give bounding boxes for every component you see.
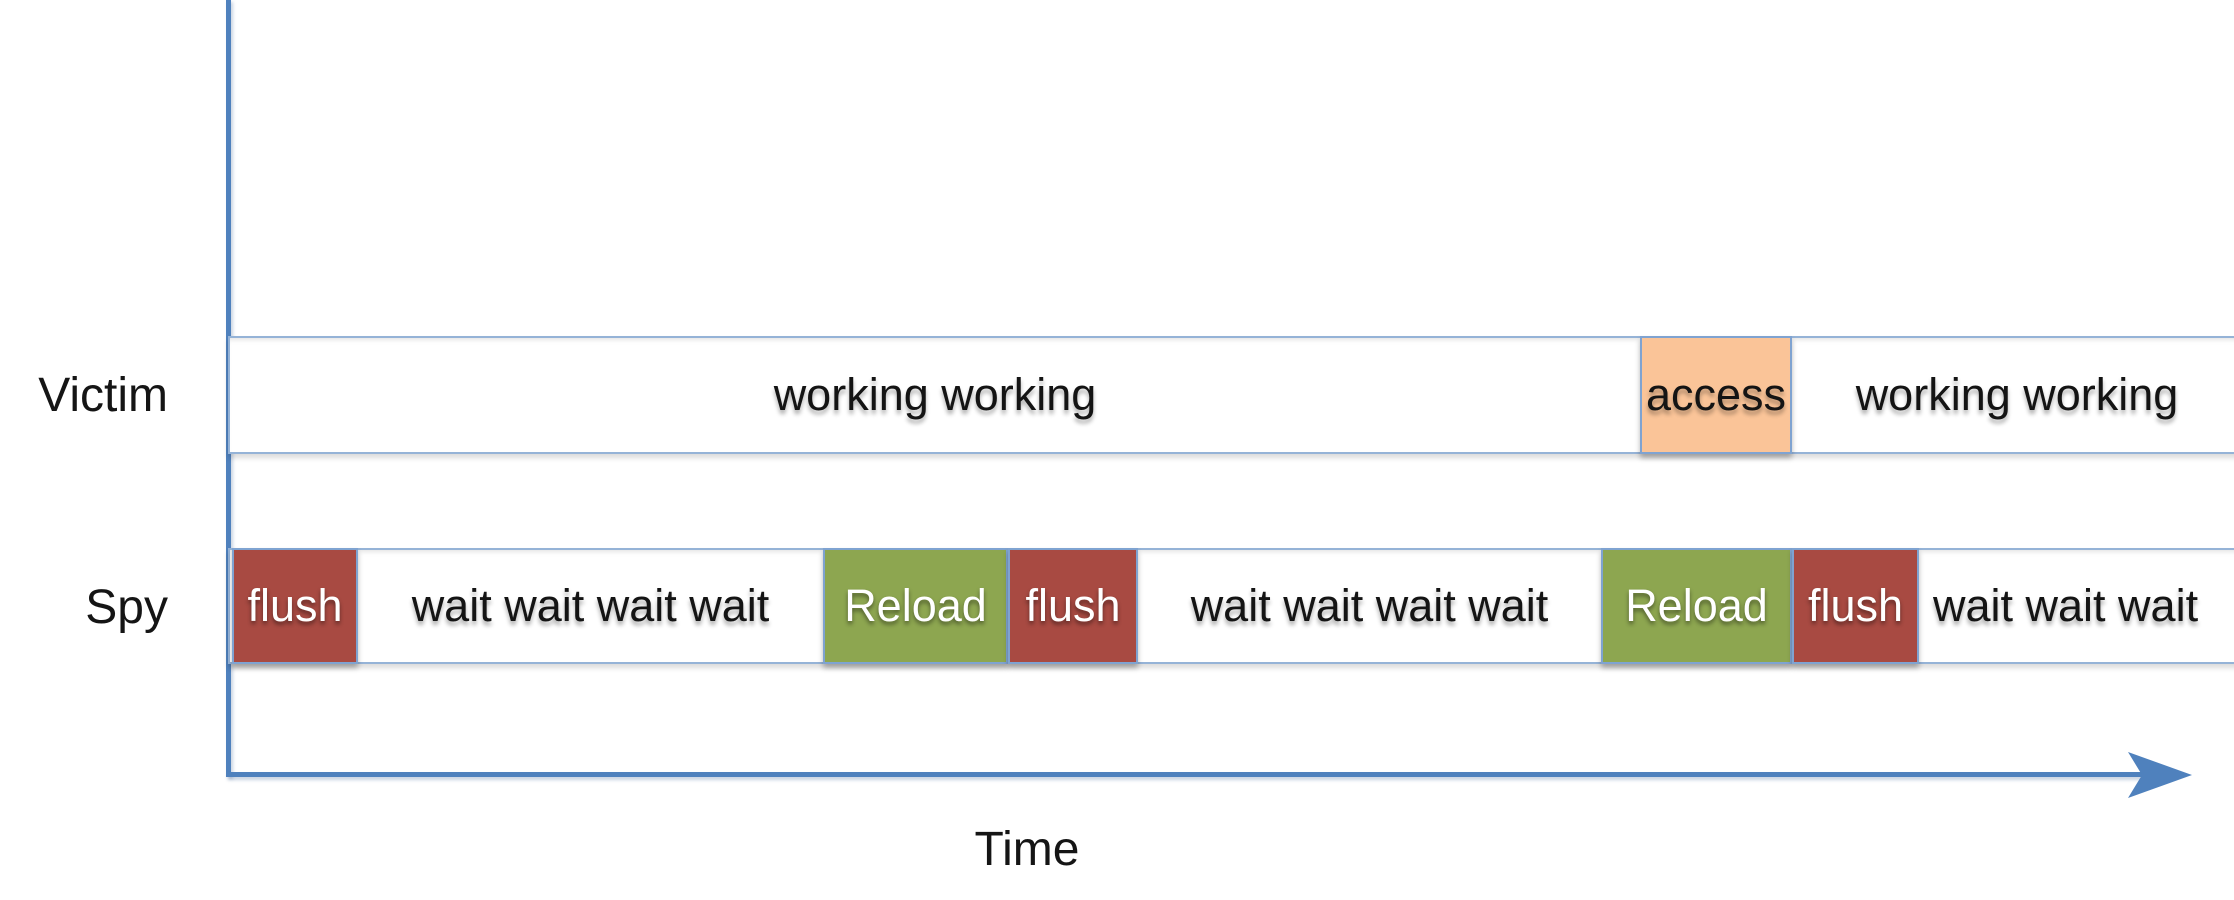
time-axis-arrowhead-icon — [2128, 752, 2192, 798]
timeline-block-label: wait wait wait wait — [1190, 580, 1549, 631]
timeline-block-plain: working working — [230, 336, 1640, 454]
time-axis-line — [226, 772, 2142, 777]
timeline-block-label: flush — [1025, 580, 1121, 631]
time-axis-label: Time — [974, 823, 1080, 876]
timeline-block-plain: wait wait wait — [1919, 548, 2234, 664]
timeline-block-label: flush — [1807, 580, 1904, 631]
timeline-block-label: working working — [1855, 369, 2179, 420]
timeline-block-label: flush — [247, 580, 343, 631]
timeline-block-label: Reload — [1625, 580, 1768, 631]
timeline-block-label: access — [1645, 369, 1787, 420]
timeline-block-plain: working working — [1794, 336, 2234, 454]
timeline-block-plain: wait wait wait wait — [1138, 548, 1601, 664]
timeline-block-label: working working — [773, 369, 1097, 420]
timeline-block-flush: flush — [232, 548, 358, 664]
timeline-block-access: access — [1640, 336, 1792, 454]
victim-row-label: Victim — [38, 368, 168, 422]
spy-timeline-band: flush wait wait wait wait Reload flush wait … — [228, 548, 2234, 664]
spy-row-label: Spy — [85, 580, 168, 634]
timeline-block-label: wait wait wait wait — [411, 580, 770, 631]
victim-timeline-band: working working access working working — [228, 336, 2234, 454]
timeline-block-reload: Reload — [1601, 548, 1792, 664]
timeline-block-reload: Reload — [823, 548, 1008, 664]
timeline-block-flush: flush — [1792, 548, 1919, 664]
timeline-block-label: wait wait wait — [1933, 580, 2199, 631]
timeline-block-flush: flush — [1008, 548, 1138, 664]
timeline-block-plain: wait wait wait wait — [358, 548, 823, 664]
timeline-block-label: Reload — [844, 580, 987, 631]
